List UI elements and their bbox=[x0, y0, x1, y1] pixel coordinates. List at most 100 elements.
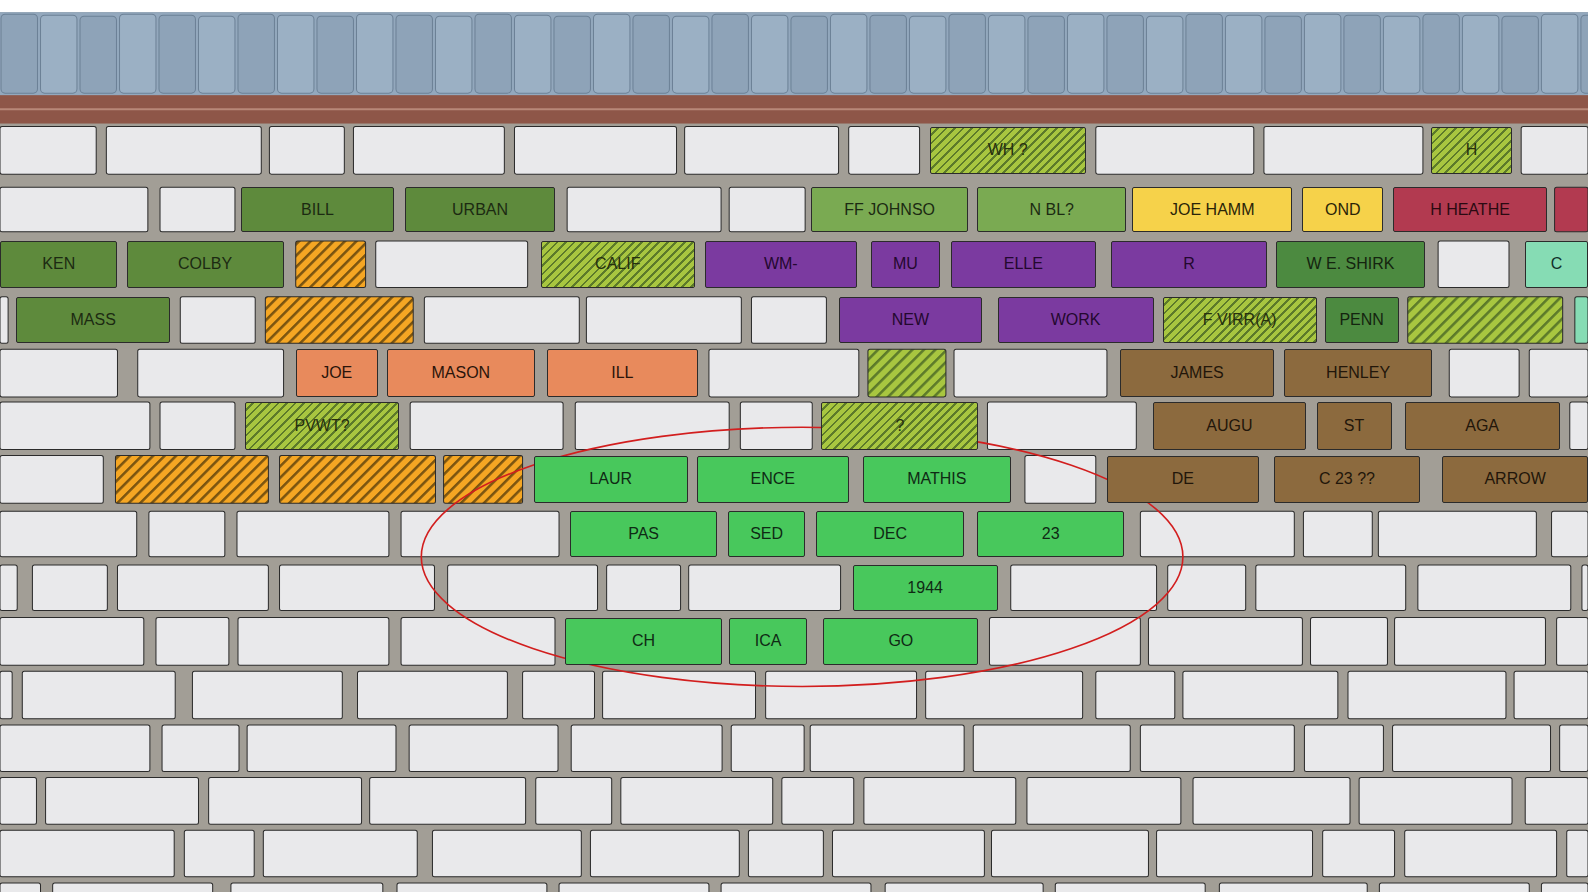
plain-brick bbox=[1096, 671, 1175, 719]
brick-text: ICA bbox=[755, 633, 782, 649]
plain-brick bbox=[685, 127, 839, 175]
labelled-brick: ENCE bbox=[697, 456, 849, 504]
plain-brick bbox=[0, 883, 41, 892]
plain-brick bbox=[22, 671, 175, 719]
labelled-brick: ILL bbox=[547, 349, 698, 397]
labelled-brick: ? bbox=[821, 402, 978, 450]
sky bbox=[0, 0, 1588, 12]
plain-brick bbox=[832, 830, 984, 877]
brick-text: ELLE bbox=[1004, 256, 1043, 272]
coping-tile bbox=[1344, 15, 1380, 93]
coping-tile bbox=[1067, 14, 1103, 93]
plain-brick bbox=[1582, 565, 1588, 611]
plain-brick bbox=[1395, 618, 1546, 666]
labelled-brick: WM- bbox=[705, 241, 857, 288]
brick-text: H HEATHE bbox=[1430, 202, 1510, 218]
plain-brick bbox=[1379, 883, 1529, 892]
coping-tile bbox=[120, 14, 156, 93]
coping-tile bbox=[1, 14, 37, 93]
labelled-brick: AUGU bbox=[1153, 402, 1307, 450]
plain-brick bbox=[1027, 778, 1181, 825]
plain-brick bbox=[138, 349, 284, 397]
plain-brick bbox=[106, 127, 261, 175]
brick-text: ILL bbox=[611, 365, 633, 381]
plain-brick bbox=[0, 127, 96, 175]
coping-tile bbox=[1107, 15, 1143, 93]
brick-text: WM- bbox=[764, 256, 798, 272]
plain-brick bbox=[353, 127, 504, 175]
brick-text: KEN bbox=[42, 256, 75, 272]
labelled-brick: ICA bbox=[729, 618, 807, 666]
brick-text: PENN bbox=[1339, 312, 1383, 328]
plain-brick bbox=[1256, 565, 1406, 611]
coping-tile bbox=[356, 14, 392, 93]
brick-course bbox=[0, 95, 1588, 123]
plain-brick bbox=[0, 402, 150, 450]
plain-brick bbox=[0, 565, 17, 611]
labelled-brick: WORK bbox=[998, 297, 1154, 344]
labelled-brick: W E. SHIRK bbox=[1276, 241, 1425, 288]
labelled-brick: C bbox=[1525, 241, 1588, 288]
brick-text: N BL? bbox=[1030, 202, 1074, 218]
coping-tile bbox=[1186, 14, 1222, 93]
brick-text: 23 bbox=[1042, 526, 1060, 542]
coping-tile bbox=[909, 16, 945, 93]
coping-tile bbox=[830, 14, 866, 93]
plain-brick bbox=[571, 725, 722, 772]
plain-brick bbox=[1393, 725, 1551, 772]
brick-text: F VIRR(A) bbox=[1203, 312, 1277, 328]
plain-brick bbox=[1140, 511, 1294, 557]
coping-tile bbox=[1304, 14, 1340, 93]
brick-text: SED bbox=[750, 526, 783, 542]
plain-brick bbox=[0, 778, 36, 825]
plain-brick bbox=[1521, 127, 1588, 175]
plain-brick bbox=[370, 778, 526, 825]
brick-text: WH ? bbox=[988, 142, 1028, 158]
labelled-brick: KEN bbox=[0, 241, 117, 288]
plain-brick bbox=[849, 127, 920, 175]
highlight-ellipse bbox=[421, 427, 1183, 686]
plain-brick bbox=[885, 883, 1043, 892]
coping-tile bbox=[475, 14, 511, 93]
coping-tile bbox=[238, 14, 274, 93]
plain-brick bbox=[1418, 565, 1571, 611]
plain-brick bbox=[1570, 402, 1588, 450]
brick-text: AGA bbox=[1465, 418, 1499, 434]
plain-brick bbox=[0, 349, 117, 397]
labelled-brick: MATHIS bbox=[863, 456, 1011, 504]
plain-brick bbox=[954, 349, 1107, 397]
labelled-brick: PVWT? bbox=[245, 402, 399, 450]
plain-brick bbox=[989, 618, 1140, 666]
plain-brick bbox=[296, 241, 366, 288]
plain-brick bbox=[1157, 830, 1313, 877]
brick-text: CALIF bbox=[595, 256, 640, 272]
plain-brick bbox=[1183, 671, 1338, 719]
brick-text: WORK bbox=[1051, 312, 1101, 328]
coping-tile bbox=[1423, 14, 1459, 93]
plain-brick bbox=[523, 671, 595, 719]
labelled-brick: WH ? bbox=[930, 127, 1086, 175]
labelled-brick: R bbox=[1111, 241, 1267, 288]
coping-tile bbox=[633, 15, 669, 93]
coping-tile bbox=[791, 16, 827, 93]
coping-tile bbox=[554, 16, 590, 93]
plain-brick bbox=[184, 830, 254, 877]
plain-brick bbox=[607, 565, 681, 611]
coping-tile bbox=[712, 14, 748, 93]
plain-brick bbox=[740, 402, 812, 450]
coping-tile bbox=[1383, 16, 1419, 93]
plain-brick bbox=[444, 456, 523, 504]
labelled-brick: SED bbox=[728, 511, 805, 557]
plain-brick bbox=[1193, 778, 1350, 825]
plain-brick bbox=[0, 725, 150, 772]
plain-brick bbox=[247, 725, 396, 772]
brick-text: ARROW bbox=[1484, 471, 1545, 487]
brick-text: HENLEY bbox=[1326, 365, 1390, 381]
coping-tile bbox=[1225, 15, 1261, 93]
brick-text: JOE bbox=[321, 365, 352, 381]
plain-brick bbox=[1168, 565, 1246, 611]
plain-brick bbox=[156, 618, 229, 666]
plain-brick bbox=[0, 618, 144, 666]
labelled-brick: MASON bbox=[387, 349, 535, 397]
